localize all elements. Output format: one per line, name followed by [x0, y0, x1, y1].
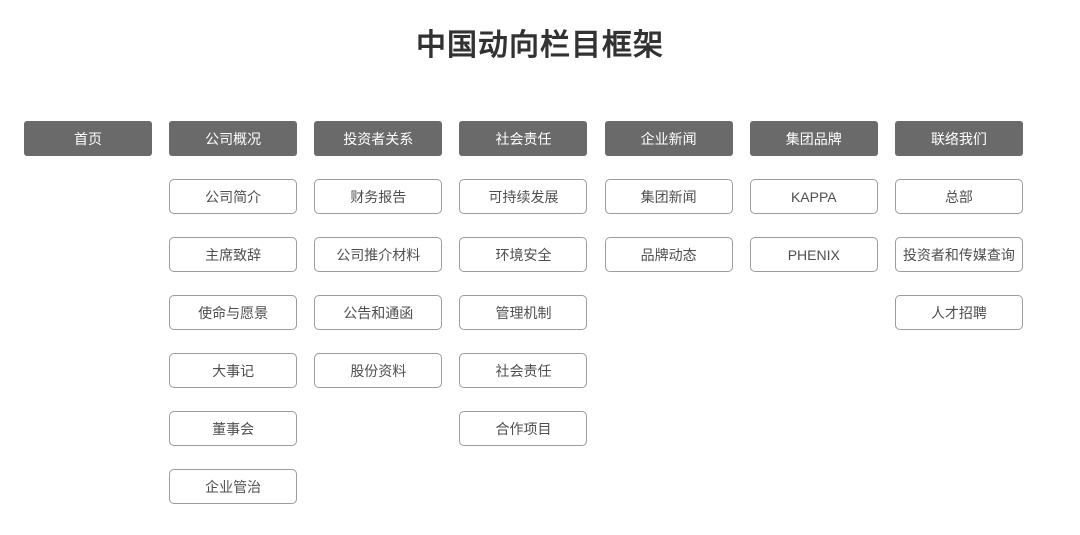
column-header-node[interactable]: 首页 — [24, 121, 152, 156]
item-node[interactable]: 财务报告 — [314, 179, 443, 214]
item-node[interactable]: 企业管治 — [169, 469, 298, 504]
item-node[interactable]: 管理机制 — [459, 295, 588, 330]
item-node[interactable]: PHENIX — [749, 237, 878, 272]
sitemap-column: 投资者关系 财务报告公司推介材料公告和通函股份资料 — [314, 121, 443, 388]
item-node[interactable]: 品牌动态 — [604, 237, 733, 272]
item-node[interactable]: 社会责任 — [459, 353, 588, 388]
item-node[interactable]: 环境安全 — [459, 237, 588, 272]
item-node[interactable]: 总部 — [894, 179, 1023, 214]
item-node[interactable]: 公司简介 — [169, 179, 298, 214]
column-header-node[interactable]: 企业新闻 — [604, 121, 733, 156]
sitemap-column: 社会责任 可持续发展环境安全管理机制社会责任合作项目 — [459, 121, 588, 446]
item-node[interactable]: 投资者和传媒查询 — [894, 237, 1023, 272]
sitemap-column: 联络我们 总部投资者和传媒查询人才招聘 — [894, 121, 1023, 330]
sitemap-column: 企业新闻 集团新闻品牌动态 — [604, 121, 733, 272]
item-node[interactable]: 主席致辞 — [169, 237, 298, 272]
column-header-node[interactable]: 公司概况 — [169, 121, 298, 156]
item-node[interactable]: 公告和通函 — [314, 295, 443, 330]
item-node[interactable]: 股份资料 — [314, 353, 443, 388]
item-node[interactable]: 合作项目 — [459, 411, 588, 446]
column-header-node[interactable]: 社会责任 — [459, 121, 588, 156]
sitemap-column: 公司概况 公司简介主席致辞使命与愿景大事记董事会企业管治 — [169, 121, 298, 504]
item-node[interactable]: 人才招聘 — [894, 295, 1023, 330]
item-node[interactable]: 公司推介材料 — [314, 237, 443, 272]
sitemap-grid: 首页 公司概况 公司简介主席致辞使命与愿景大事记董事会企业管治 投资者关系 财务… — [0, 121, 1080, 504]
page-title: 中国动向栏目框架 — [416, 29, 664, 62]
column-header-node[interactable]: 集团品牌 — [749, 121, 878, 156]
item-node[interactable]: 大事记 — [169, 353, 298, 388]
item-node[interactable]: 董事会 — [169, 411, 298, 446]
item-node[interactable]: 可持续发展 — [459, 179, 588, 214]
sitemap-column: 首页 — [24, 121, 152, 156]
item-node[interactable]: 使命与愿景 — [169, 295, 298, 330]
column-header-node[interactable]: 投资者关系 — [314, 121, 443, 156]
sitemap-column: 集团品牌 KAPPA PHENIX — [749, 121, 878, 272]
item-node[interactable]: KAPPA — [749, 179, 878, 214]
column-header-node[interactable]: 联络我们 — [894, 121, 1023, 156]
item-node[interactable]: 集团新闻 — [604, 179, 733, 214]
